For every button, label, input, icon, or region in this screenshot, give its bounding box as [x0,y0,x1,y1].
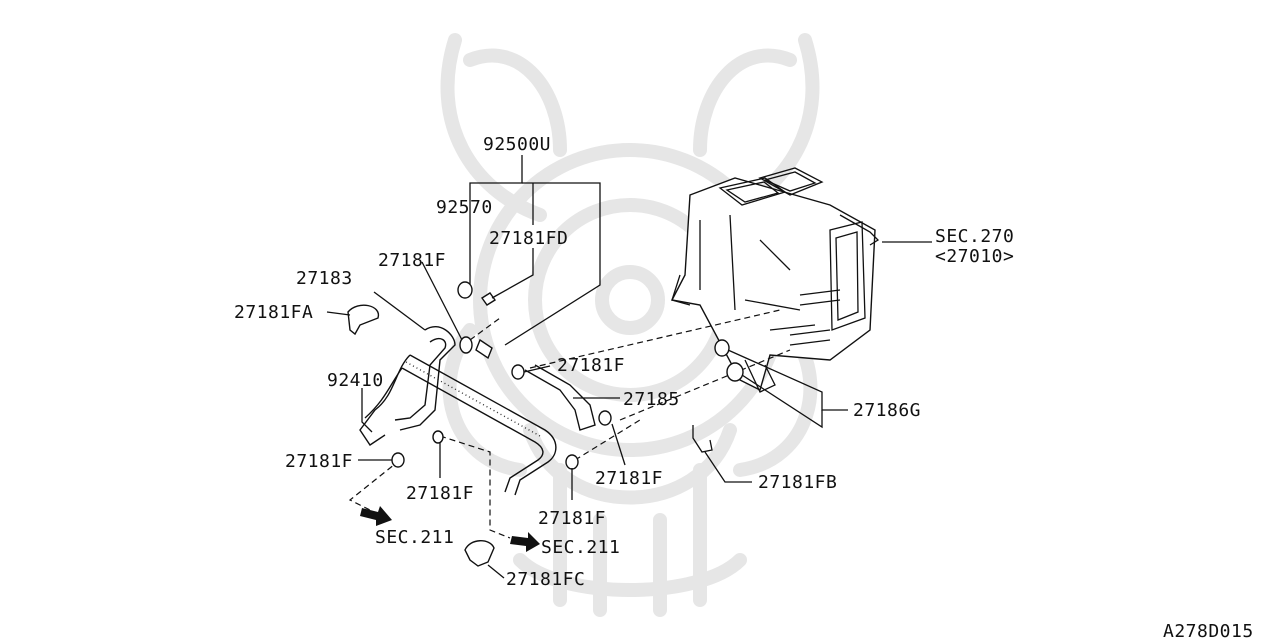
pipe-fitting [475,338,493,360]
label-92500U: 92500U [483,134,551,155]
clip-27181FB [692,425,713,453]
clamp-27181F-top [459,336,473,354]
label-27185: 27185 [623,389,680,410]
label-27181F-mid: 27181F [557,355,625,376]
label-27181F-lower: 27181F [406,483,474,504]
label-27186G: 27186G [853,400,921,421]
arrow-left-sec211 [360,506,392,526]
label-27181F-right: 27181F [595,468,663,489]
heater-unit [670,167,880,393]
label-27181FA: 27181FA [234,302,313,323]
label-sec270-sub: <27010> [935,246,1014,267]
reference-lines [348,309,791,539]
label-27181F-left: 27181F [285,451,353,472]
label-27183: 27183 [296,268,353,289]
clamp-27181FA [347,304,379,336]
leader-lines [326,155,932,579]
clamp-27181FD [480,292,497,306]
grommet-27186G-upper [714,339,730,357]
label-92410: 92410 [327,370,384,391]
label-92570: 92570 [436,197,493,218]
label-sec211-right: SEC.211 [541,537,620,558]
label-27181F-bottom: 27181F [538,508,606,529]
grommet-92570 [457,281,473,299]
label-27181FD: 27181FD [489,228,568,249]
clamp-27181F-right [598,410,612,426]
label-27181F-top: 27181F [378,250,446,271]
clamps-and-grommets [347,281,744,567]
diagram-code: A278D015 [1163,621,1254,639]
clip-27181FC [464,540,495,567]
part-labels: 92500U 92570 27181FD 27181F 27183 27181F… [234,134,1254,639]
clamp-27181F-bottom [565,454,579,470]
label-27181FC: 27181FC [506,569,585,590]
label-sec211-left: SEC.211 [375,527,454,548]
label-sec270: SEC.270 [935,226,1014,247]
arrows [360,506,540,552]
grommet-27186G-lower [726,362,744,382]
clamp-27181F-mid [511,364,525,380]
label-27181FB: 27181FB [758,472,837,493]
heater-hoses [359,326,596,496]
clamp-27181F-lower [432,430,444,444]
clamp-27181F-left [391,452,405,468]
arrow-right-sec211 [510,532,540,552]
